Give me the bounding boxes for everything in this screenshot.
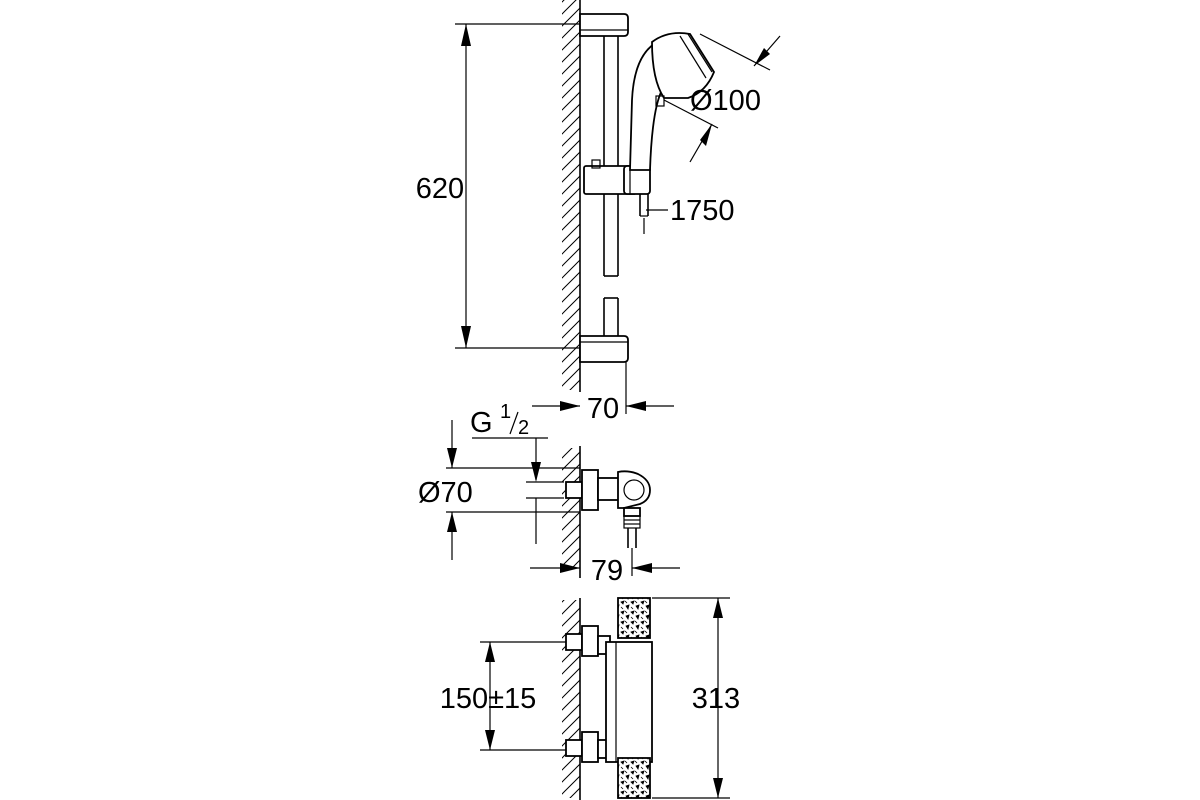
- thread-numerator: 1: [500, 401, 511, 423]
- slider-holder: [583, 159, 651, 195]
- dim-holder-offset: 79: [591, 555, 623, 587]
- dimension-79: 79: [530, 548, 680, 587]
- thread-denominator: 2: [518, 417, 529, 439]
- dim-rosette-diameter: Ø70: [418, 477, 473, 509]
- dim-bar-offset: 70: [587, 393, 619, 425]
- wall-outlet: [565, 469, 651, 548]
- hose-stub: [639, 194, 649, 234]
- dimension-rosette-diameter: Ø70: [418, 420, 580, 560]
- shower-rail: [579, 13, 629, 363]
- dim-bar-height: 620: [416, 173, 464, 205]
- dimension-head-diameter: Ø100: [663, 33, 781, 163]
- dim-inlet-spacing: 150±15: [440, 683, 537, 715]
- wall-upper: [562, 0, 581, 392]
- hand-shower: [629, 32, 716, 171]
- dim-hose-length: 1750: [670, 195, 735, 227]
- dimension-313: 313: [652, 597, 740, 799]
- thread-label: G 1 2: [470, 401, 564, 512]
- dimension-70: 70: [532, 362, 674, 425]
- dimension-620: 620: [416, 23, 580, 349]
- dim-head-diameter: Ø100: [690, 85, 761, 117]
- dimension-150: 150±15: [440, 641, 566, 751]
- wall-lower: [562, 598, 581, 800]
- dim-mixer-height: 313: [692, 683, 740, 715]
- thread-g: G: [470, 407, 493, 439]
- thermostat-mixer: [565, 597, 653, 799]
- dimension-1750: 1750: [646, 195, 735, 227]
